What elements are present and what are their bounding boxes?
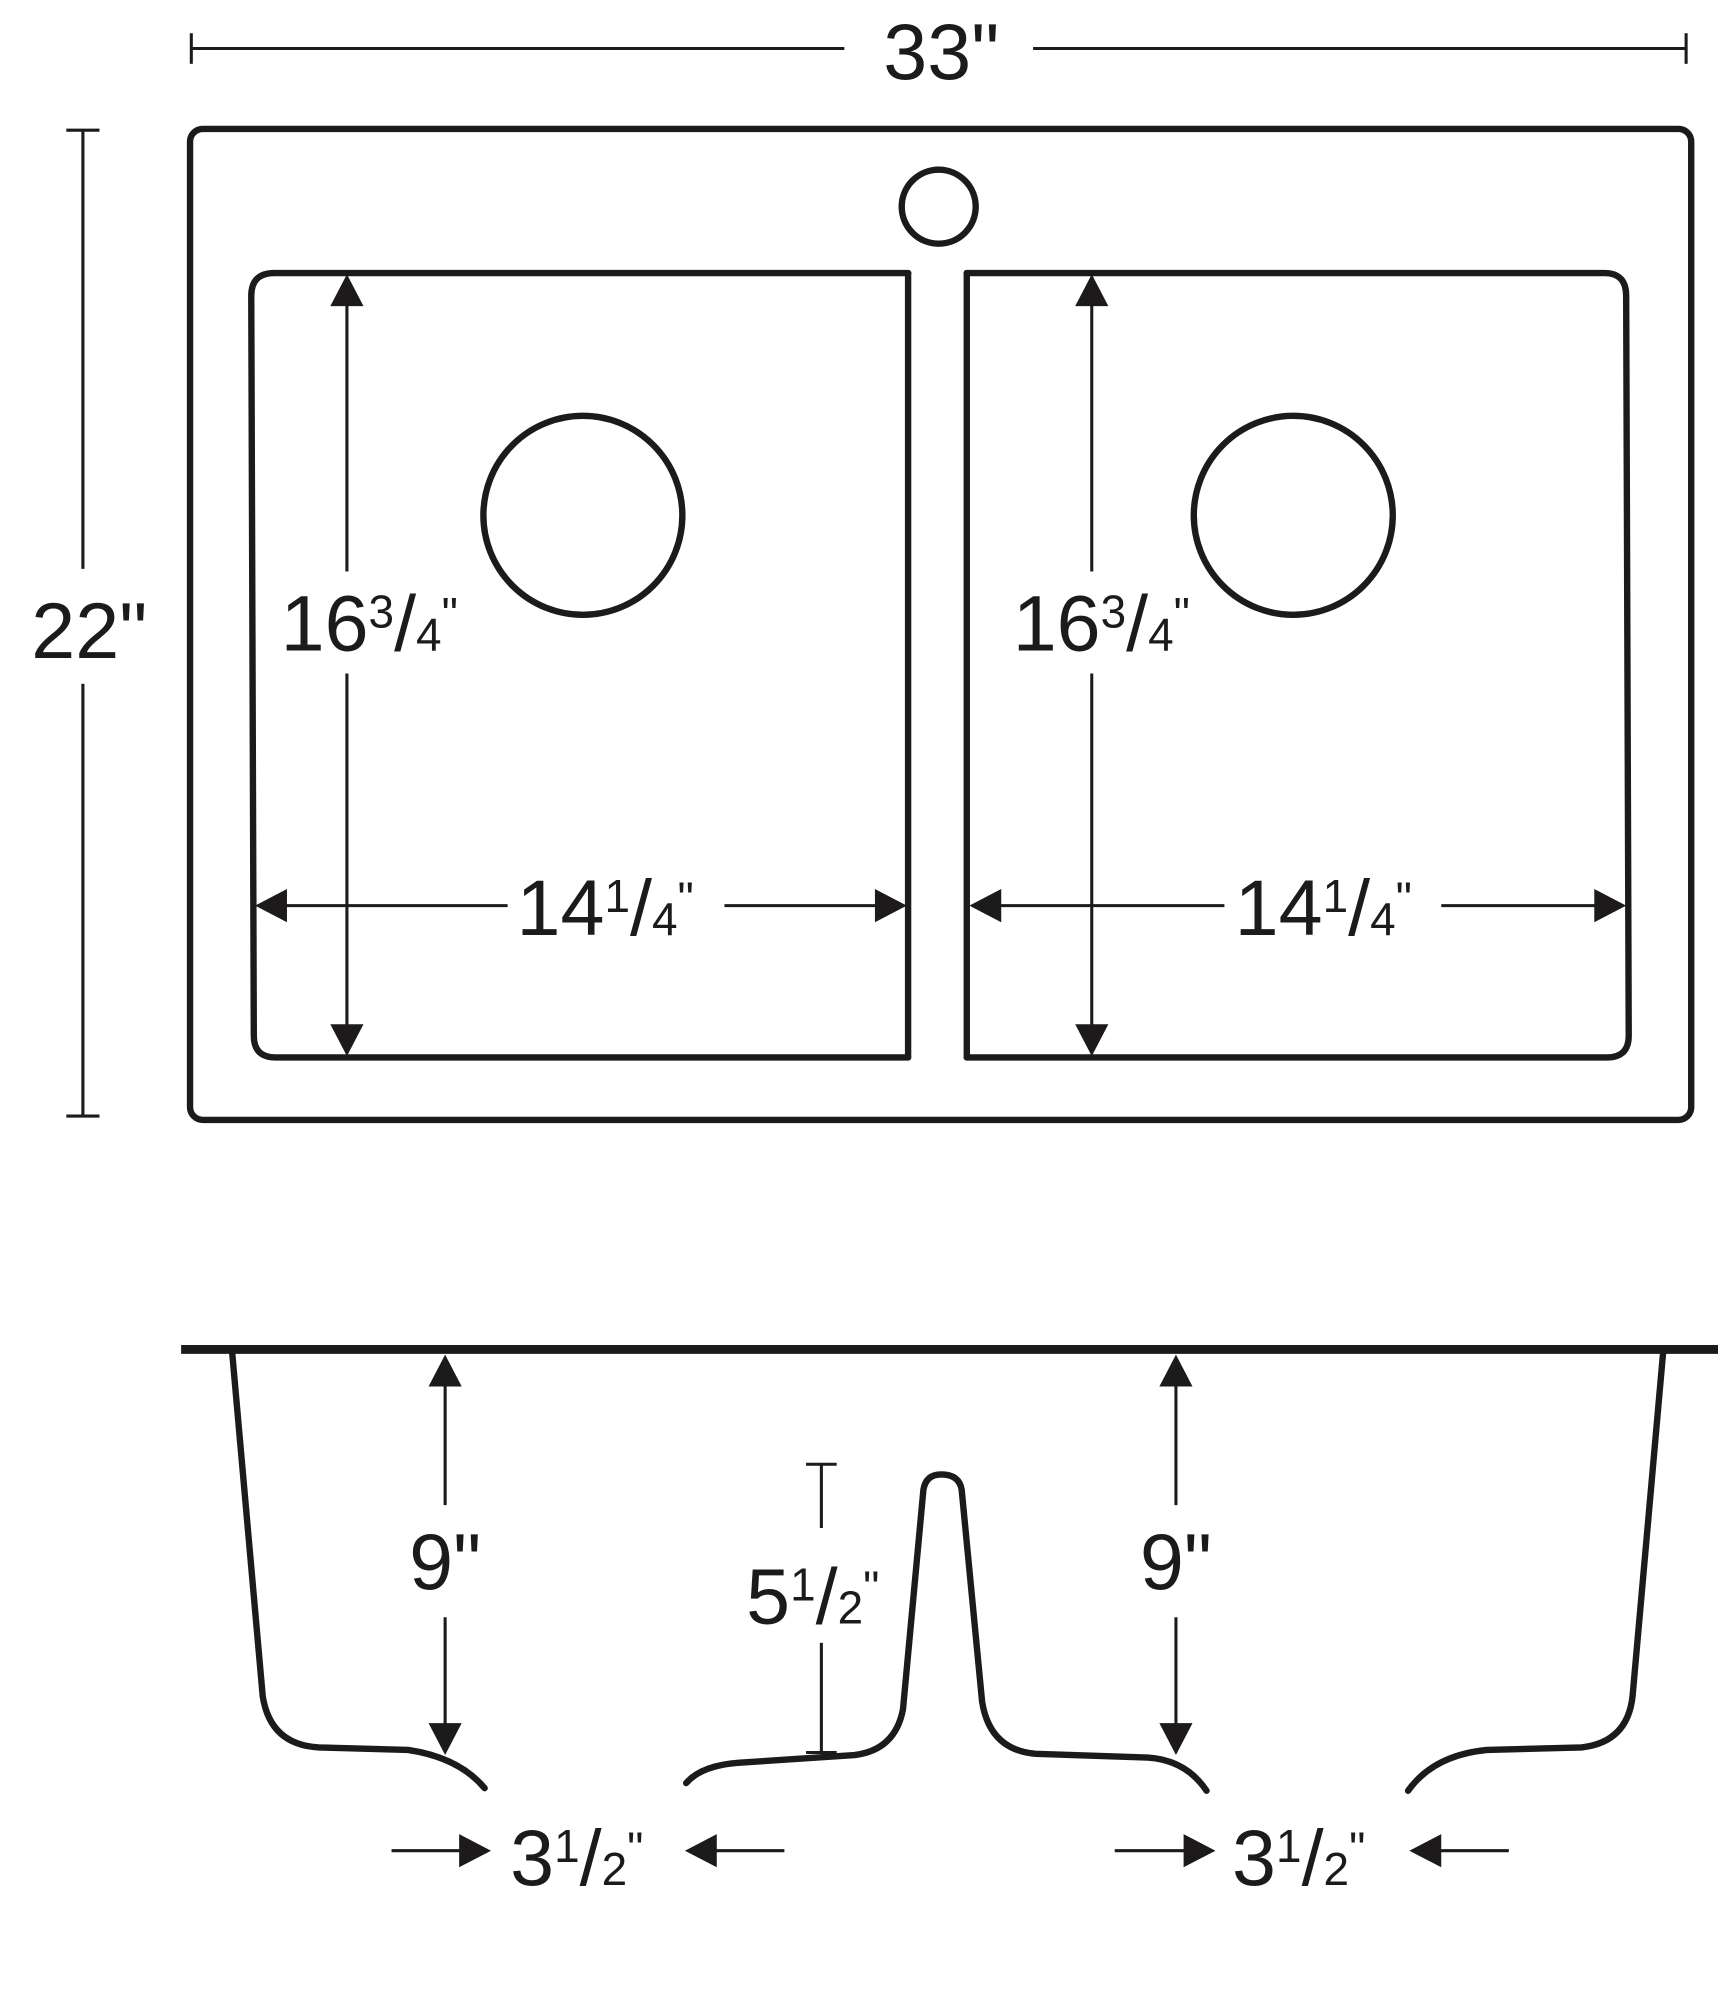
divider-height-dimension: 51/2": [746, 1462, 879, 1755]
right-bowl-width-label: 141/4": [1235, 863, 1412, 952]
right-bowl-depth-label: 163/4": [1013, 579, 1190, 668]
left-bowl-width-label: 141/4": [517, 863, 694, 952]
top-view: 33" 22" 163/4": [31, 7, 1695, 1124]
left-bowl-depth-label: 163/4": [281, 579, 458, 668]
right-bowl-outline: [963, 269, 1632, 1061]
left-drain-opening-dimension: 31/2": [391, 1813, 785, 1902]
left-drain-icon: [480, 412, 686, 619]
sink-outer-rim: [186, 125, 1695, 1124]
overall-width-dimension: 33": [189, 7, 1688, 96]
left-bowl-depth-side-label: 9": [409, 1517, 481, 1606]
right-bowl-depth-side-dimension: 9": [1140, 1354, 1212, 1756]
overall-width-label: 33": [883, 7, 999, 96]
faucet-hole-icon: [898, 166, 979, 247]
left-bowl-depth-dimension: 163/4": [281, 274, 458, 1057]
right-bowl-width-dimension: 141/4": [969, 863, 1627, 952]
left-bowl-profile: [228, 1348, 488, 1792]
divider-height-label: 51/2": [746, 1552, 879, 1641]
right-drain-opening-dimension: 31/2": [1114, 1813, 1509, 1902]
overall-depth-dimension: 22": [31, 128, 147, 1118]
right-bowl-depth-dimension: 163/4": [1013, 274, 1190, 1057]
left-bowl-width-dimension: 141/4": [255, 863, 907, 952]
side-view: 9" 9" 51/2" 31/2": [181, 1345, 1718, 1902]
overall-depth-label: 22": [31, 586, 147, 675]
right-bowl-depth-side-label: 9": [1140, 1517, 1212, 1606]
left-bowl-depth-side-dimension: 9": [409, 1354, 481, 1756]
right-drain-icon: [1190, 412, 1396, 619]
divider-profile: [682, 1471, 1210, 1794]
left-bowl-outline: [248, 269, 912, 1061]
right-drain-opening-label: 31/2": [1232, 1813, 1365, 1902]
right-bowl-profile: [1404, 1348, 1667, 1794]
left-drain-opening-label: 31/2": [510, 1813, 643, 1902]
